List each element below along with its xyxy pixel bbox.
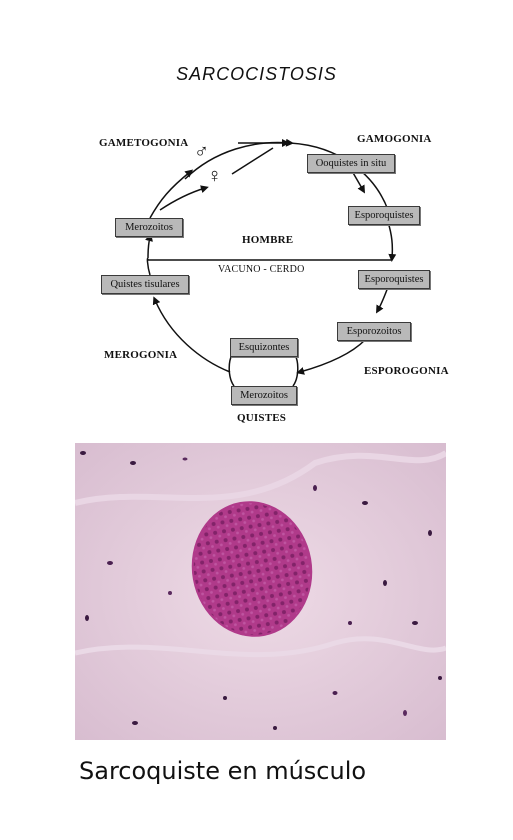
cycle-arc-right-top	[351, 170, 366, 194]
cycle-lines	[145, 138, 397, 387]
stage-quistes-tisulares: Quistes tisulares	[101, 275, 189, 294]
cycle-arc-left	[146, 258, 151, 276]
female-symbol-icon: ♀	[207, 165, 223, 187]
phase-quistes: QUISTES	[237, 412, 287, 424]
cycle-arc-right-low	[376, 286, 389, 314]
micrograph-image	[74, 443, 448, 740]
phase-merogonia: MEROGONIA	[104, 349, 178, 361]
host-intermediate: VACUNO - CERDO	[218, 264, 305, 275]
phase-gametogonia: GAMETOGONIA	[99, 137, 189, 149]
stage-esporoquistes-2: Esporoquistes	[358, 270, 430, 289]
cycle-arc-left-low	[152, 296, 231, 373]
female-fusion-line	[231, 147, 274, 175]
stage-merozoitos-left: Merozoitos	[115, 218, 183, 237]
fiber-line	[74, 636, 447, 658]
micrograph-svg	[74, 443, 448, 740]
stage-merozoitos-bottom: Merozoitos	[231, 386, 297, 405]
life-cycle-diagram: SARCOCISTOSIS GAMETOGONIA GAMOGONIA MERO…	[99, 64, 449, 424]
diagram-title: SARCOCISTOSIS	[176, 64, 337, 84]
cycle-arc-top	[184, 138, 389, 211]
cycle-arc-bottom-right	[296, 339, 366, 375]
fiber-line	[74, 450, 448, 506]
cycle-arc-bottom	[228, 354, 235, 387]
stage-esquizontes: Esquizontes	[230, 338, 298, 357]
cycle-arc-bottom-b	[292, 354, 299, 387]
sarcocyst	[191, 501, 313, 637]
phase-esporogonia: ESPOROGONIA	[364, 365, 449, 377]
photo-caption: Sarcoquiste en músculo	[79, 757, 367, 785]
male-symbol-icon: ♂	[194, 141, 210, 163]
cycle-arc-left-mid	[145, 233, 153, 259]
host-definitive: HOMBRE	[242, 234, 294, 246]
cycle-arc-left-up	[149, 169, 194, 219]
stage-ooquistes-in-situ: Ooquistes in situ	[307, 154, 395, 173]
phase-gamogonia: GAMOGONIA	[357, 133, 432, 145]
cycle-arc-right	[387, 221, 397, 262]
stage-esporozoitos: Esporozoitos	[337, 322, 411, 341]
nuclei	[80, 451, 442, 730]
stage-esporoquistes-1: Esporoquistes	[348, 206, 420, 225]
cycle-arc-left-up2	[159, 185, 209, 211]
